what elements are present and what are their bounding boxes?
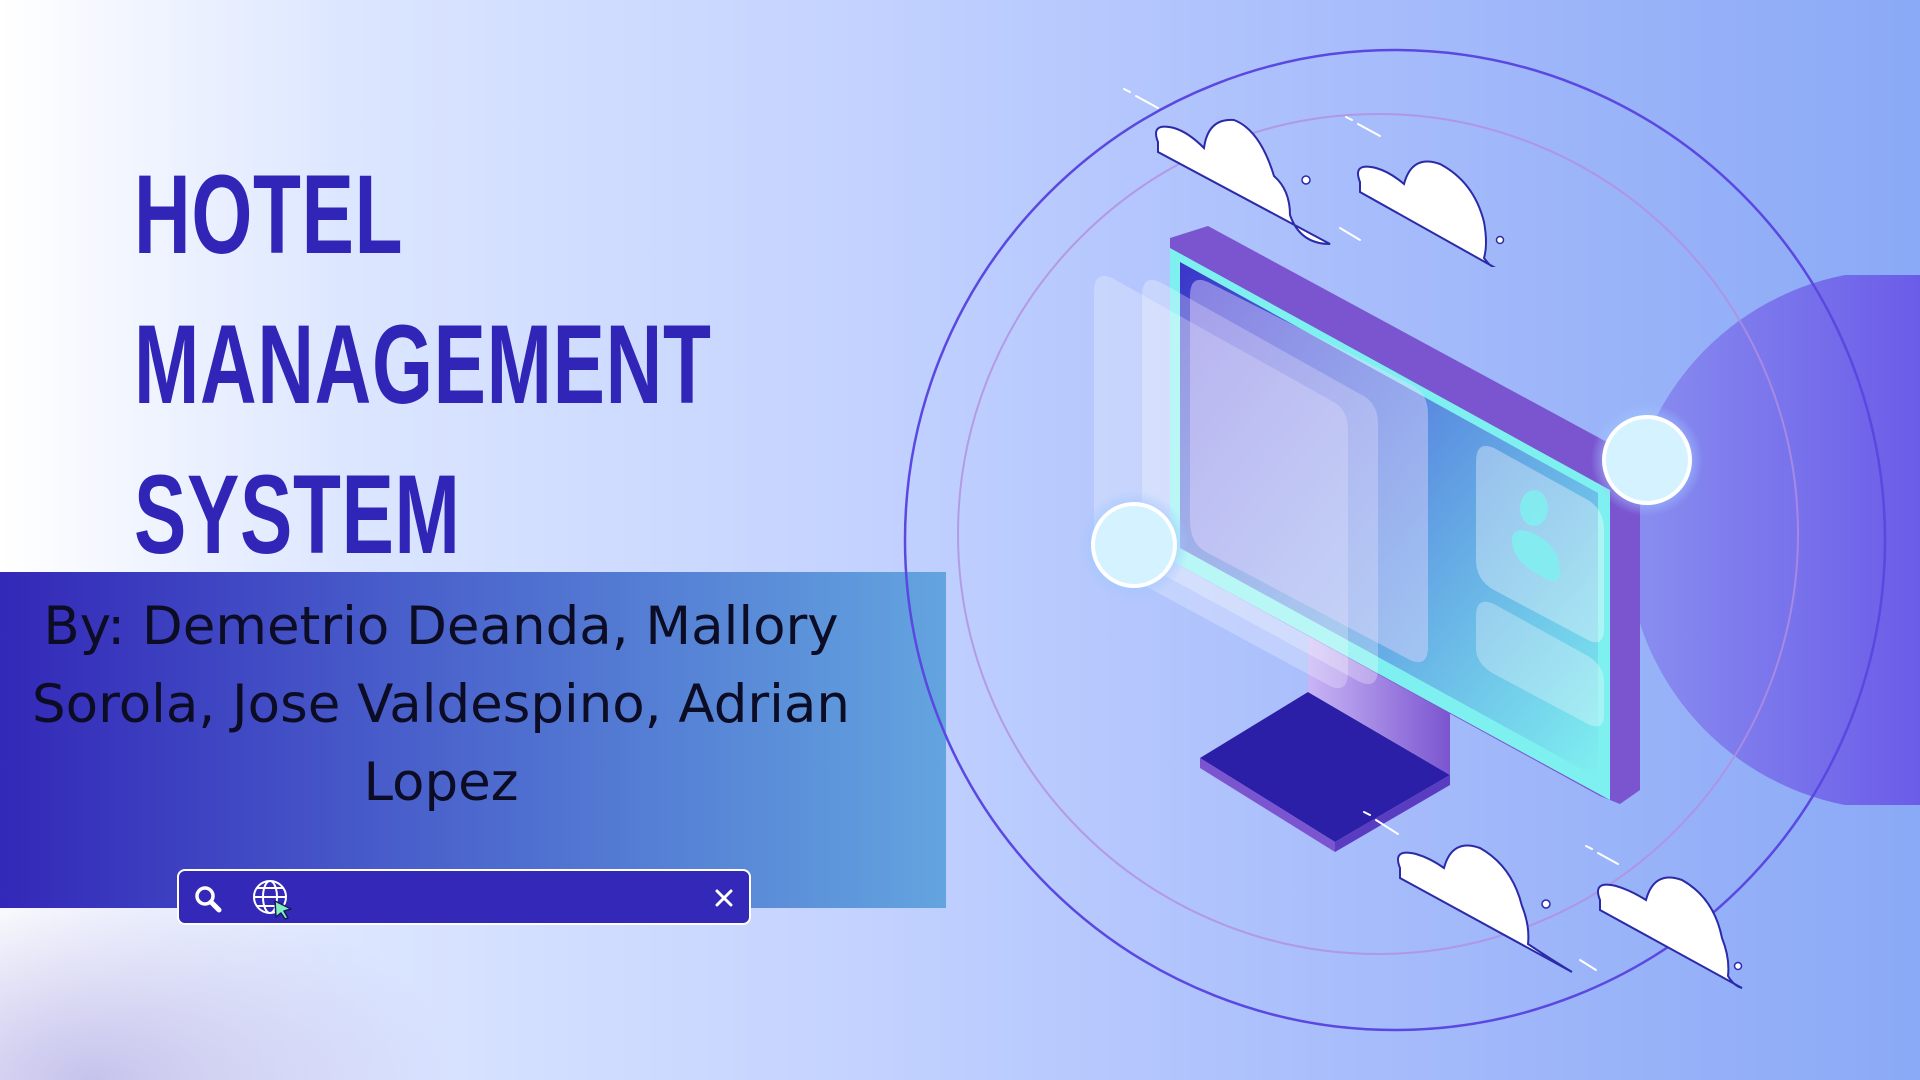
node-right [1602,415,1692,505]
cloud-icon [1155,118,1331,245]
search-icon[interactable] [193,884,223,914]
monitor-stand [1308,620,1450,775]
cloud-icon-2 [1357,160,1496,268]
title-line-2: MANAGEMENT [134,302,712,427]
close-icon[interactable] [714,888,734,908]
profile-avatar-body [1512,530,1560,581]
cloud-icon-3 [1397,844,1573,973]
floating-panel-3 [1190,279,1428,663]
profile-avatar-head [1520,490,1548,526]
background-blob [1626,275,1920,805]
cloud-icon-4 [1597,876,1743,989]
author-panel [0,572,946,908]
globe-cursor-icon [253,880,292,920]
floating-panel-2 [1142,279,1378,685]
title-line-3: SYSTEM [134,452,461,577]
monitor-screen [1180,262,1598,778]
title-line-1: HOTEL [134,152,404,277]
info-bar-card [1476,601,1604,727]
monitor-base [1200,692,1450,842]
authors-text: By: Demetrio Deanda, Mallory Sorola, Jos… [32,596,850,813]
page-title: HOTEL MANAGEMENT SYSTEM [134,140,712,590]
computer-illustration [903,48,1920,1032]
search-bar[interactable] [177,869,751,925]
node-left [1091,502,1177,588]
orbit-circle-outer [903,48,1887,1032]
orbit-circle-inner [957,113,1799,955]
